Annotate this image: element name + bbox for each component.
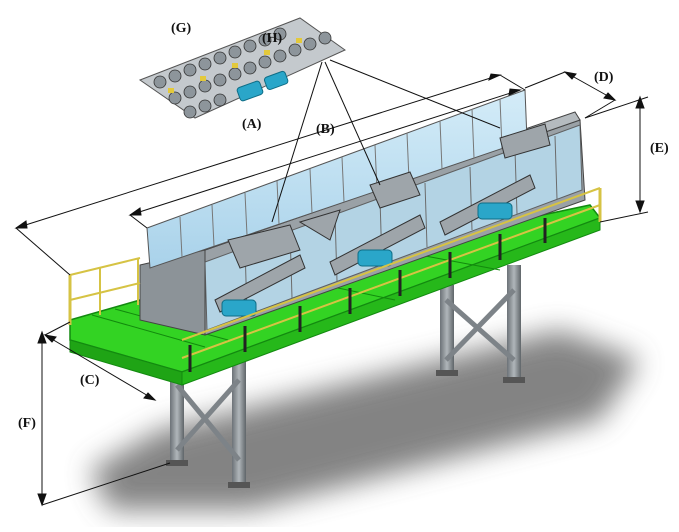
label-d: (D) — [594, 70, 614, 85]
label-h: (H) — [262, 31, 283, 46]
dimension-lines — [14, 71, 649, 507]
disc-module-inset — [138, 17, 346, 119]
label-g: (G) — [171, 21, 192, 36]
handrails — [68, 187, 602, 359]
disc-screen-modules — [214, 123, 551, 313]
label-b: (B) — [316, 122, 335, 137]
label-a: (A) — [242, 117, 262, 132]
support-legs-front — [166, 345, 250, 488]
rail-posts — [188, 218, 547, 372]
label-c: (C) — [80, 373, 100, 388]
ground-shadow — [90, 330, 640, 510]
label-f: (F) — [18, 416, 36, 431]
motors — [221, 202, 513, 317]
label-e: (E) — [650, 141, 669, 156]
support-legs-rear — [436, 265, 525, 383]
leader-lines — [271, 59, 501, 223]
